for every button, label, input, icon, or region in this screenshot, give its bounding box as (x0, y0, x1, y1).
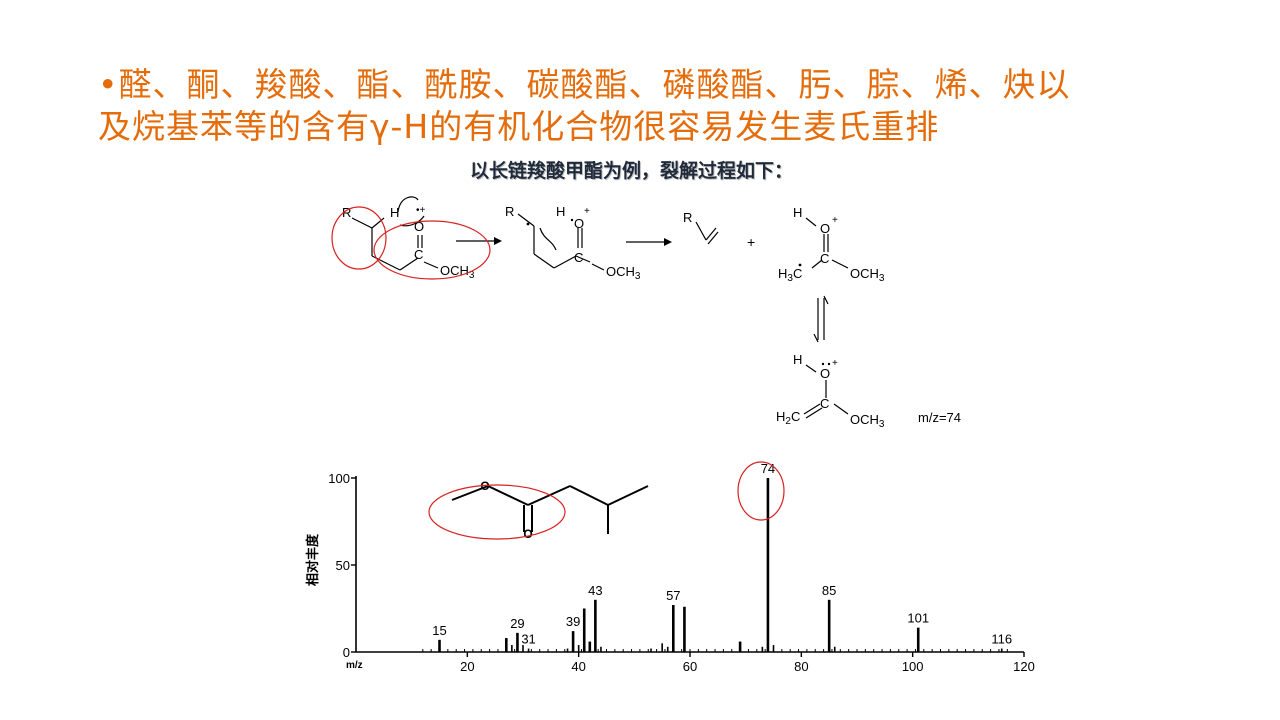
headline-line-1: •醛、酮、羧酸、酯、酰胺、碳酸酯、磷酸酯、肟、腙、烯、炔以 (98, 64, 1188, 106)
peak-label-31: 31 (521, 632, 535, 647)
x-axis-title: m/z (346, 660, 363, 671)
x-tick-label: 100 (902, 659, 924, 674)
structure-oxygen-bottom: O (523, 527, 532, 541)
x-tick-label: 60 (683, 659, 697, 674)
structure-oxygen-top: O (480, 479, 489, 493)
peak-label-85: 85 (822, 583, 836, 598)
peak-bars (422, 478, 1008, 652)
annotation-circle-peak-74 (737, 461, 785, 521)
x-tick-label: 80 (794, 659, 808, 674)
peak-label-29: 29 (510, 616, 524, 631)
headline-text-1: 醛、酮、羧酸、酯、酰胺、碳酸酯、磷酸酯、肟、腙、烯、炔以 (118, 65, 1071, 104)
peak-label-57: 57 (666, 588, 680, 603)
peak-label-116: 116 (991, 632, 1012, 647)
peak-label-43: 43 (588, 583, 602, 598)
bullet: • (98, 65, 119, 104)
y-tick-label: 100 (328, 471, 350, 486)
x-tick-label: 120 (1013, 659, 1035, 674)
headline: •醛、酮、羧酸、酯、酰胺、碳酸酯、磷酸酯、肟、腙、烯、炔以 及烷基苯等的含有γ-… (98, 64, 1188, 148)
peak-label-15: 15 (432, 623, 446, 638)
peak-label-39: 39 (566, 614, 580, 629)
x-tick-label: 40 (571, 659, 585, 674)
x-tick-label: 20 (460, 659, 474, 674)
y-tick-label: 50 (336, 558, 350, 573)
headline-line-2: 及烷基苯等的含有γ-H的有机化合物很容易发生麦氏重排 (98, 107, 940, 146)
molecule-structure (451, 485, 649, 534)
subtitle: 以长链羧酸甲酯为例，裂解过程如下： (470, 160, 794, 182)
annotation-circle-ester-group (428, 484, 566, 540)
y-tick-label: 0 (343, 645, 350, 660)
peak-label-101: 101 (907, 611, 929, 626)
y-axis-title: 相对丰度 (305, 533, 321, 586)
tick-marks: 0 50 100 20 40 60 80 100 120 (328, 471, 1035, 674)
